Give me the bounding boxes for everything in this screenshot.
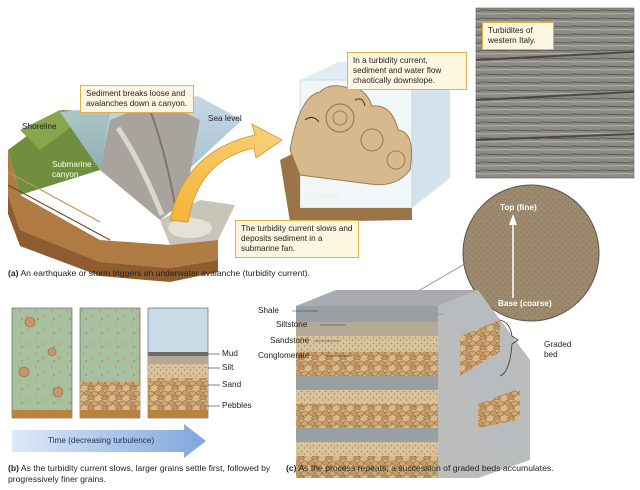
caption-b: (b) As the turbidity current slows, larg… bbox=[8, 463, 278, 485]
label-sea-level: Sea level bbox=[208, 114, 242, 123]
caption-a: (a) An earthquake or storm triggers an u… bbox=[8, 268, 468, 279]
caption-a-text: An earthquake or storm triggers an under… bbox=[20, 268, 310, 278]
callout-current-slows: The turbidity current slows and deposits… bbox=[235, 220, 359, 258]
graded-beds-block bbox=[292, 290, 530, 478]
label-base-coarse: Base (coarse) bbox=[498, 299, 552, 308]
label-mud: Mud bbox=[222, 349, 238, 358]
callout-sediment-breaks: Sediment breaks loose and avalanches dow… bbox=[80, 85, 194, 113]
callout-turbidity-text: In a turbidity current, sediment and wat… bbox=[353, 56, 442, 85]
label-graded-bed: Graded bed bbox=[544, 340, 572, 359]
graded-bed-photo bbox=[371, 184, 600, 327]
label-silt: Silt bbox=[222, 363, 234, 372]
turbidity-current-block bbox=[280, 62, 450, 222]
callout-sediment-text: Sediment breaks loose and avalanches dow… bbox=[86, 89, 188, 108]
transition-arrow bbox=[169, 123, 283, 223]
settling-columns bbox=[11, 307, 220, 419]
caption-c-text: As the process repeats, a succession of … bbox=[298, 463, 554, 473]
label-sand: Sand bbox=[222, 380, 242, 389]
label-shale: Shale bbox=[258, 306, 279, 315]
caption-a-letter: (a) bbox=[8, 268, 19, 278]
label-sandstone: Sandstone bbox=[270, 336, 310, 345]
caption-b-letter: (b) bbox=[8, 463, 19, 473]
label-pebbles: Pebbles bbox=[222, 401, 252, 410]
label-shoreline: Shoreline bbox=[22, 122, 57, 131]
callout-italy-text: Turbidites of western Italy. bbox=[488, 26, 536, 45]
seafloor-block bbox=[7, 96, 242, 282]
label-conglomerate: Conglomerate bbox=[258, 351, 310, 360]
label-substrate: Substrate bbox=[305, 192, 341, 201]
callout-turbidites-italy: Turbidites of western Italy. bbox=[482, 22, 554, 50]
caption-c-letter: (c) bbox=[286, 463, 297, 473]
caption-b-text: As the turbidity current slows, larger g… bbox=[8, 463, 271, 484]
callout-turbidity-current: In a turbidity current, sediment and wat… bbox=[347, 52, 467, 90]
label-submarine-canyon: Submarine canyon bbox=[52, 160, 92, 179]
caption-c: (c) As the process repeats, a succession… bbox=[286, 463, 636, 474]
label-top-fine: Top (fine) bbox=[500, 203, 537, 212]
callout-slows-text: The turbidity current slows and deposits… bbox=[241, 224, 353, 253]
time-arrow bbox=[12, 424, 206, 458]
label-siltstone: Siltstone bbox=[276, 320, 308, 329]
time-arrow-label: Time (decreasing turbulence) bbox=[48, 436, 155, 445]
